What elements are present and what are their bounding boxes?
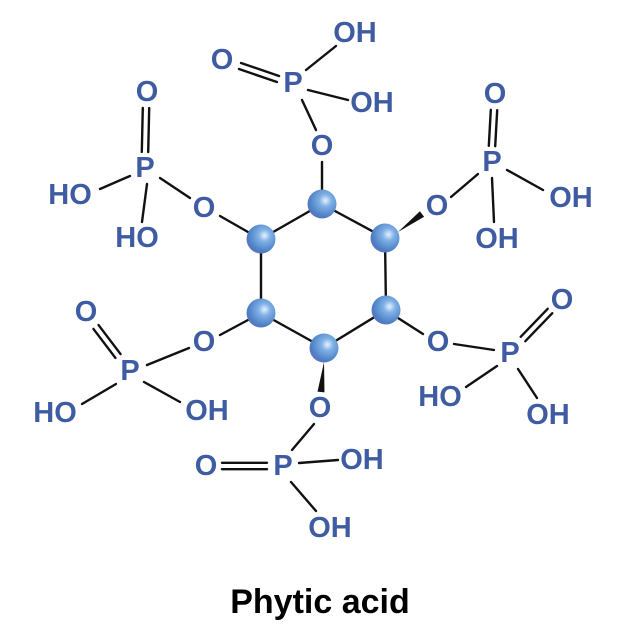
atom-label-bottom-oh2: OH [308, 512, 352, 544]
single-bond [300, 98, 318, 132]
atom-label-lower-right-p: P [500, 337, 519, 369]
atom-label-lower-right-ester-o: O [427, 326, 450, 358]
molecule-name: Phytic acid [230, 583, 410, 621]
bonds [80, 44, 554, 513]
single-bond [452, 342, 496, 352]
atom-label-upper-left-ester-o: O [193, 192, 216, 224]
double-bond-line [519, 307, 549, 338]
atom-label-upper-left-oh1: HO [48, 179, 92, 211]
single-bond [297, 458, 340, 465]
single-bond [306, 88, 350, 102]
atom-label-upper-right-double-o: O [484, 78, 507, 110]
single-bond [145, 346, 191, 367]
atom-label-lower-left-double-o: O [75, 296, 98, 328]
single-bond [490, 176, 496, 224]
single-bond [449, 172, 480, 199]
atom-label-lower-left-oh2: OH [185, 395, 229, 427]
single-bond [289, 480, 318, 513]
single-bond [98, 174, 132, 191]
double-bond-line [493, 108, 499, 148]
carbon-atom-sphere [370, 223, 400, 253]
single-bond [218, 318, 250, 337]
atom-label-top-p: P [283, 67, 302, 99]
wedge-bond [317, 362, 325, 393]
double-bond-line [140, 106, 145, 154]
double-bond-line [524, 312, 554, 343]
double-bond-line [97, 323, 122, 356]
wedge-bond [398, 211, 425, 232]
double-bond-line [237, 67, 279, 84]
atom-label-bottom-double-o: O [195, 450, 218, 482]
carbon-atom-sphere [371, 295, 401, 325]
atom-label-bottom-p: P [273, 450, 292, 482]
atom-label-upper-left-p: P [135, 152, 154, 184]
carbon-atom-sphere [307, 189, 337, 219]
atom-label-bottom-ester-o: O [309, 392, 332, 424]
single-bond [505, 168, 545, 192]
atom-label-upper-right-oh1: OH [549, 182, 593, 214]
single-bond [158, 176, 192, 200]
carbon-atom-sphere [309, 333, 339, 363]
atom-label-top-ester-o: O [311, 130, 334, 162]
double-bond-line [92, 327, 117, 360]
carbon-atom-sphere [246, 224, 276, 254]
atom-label-top-oh1: OH [333, 17, 377, 49]
single-bond [516, 367, 539, 400]
atom-label-lower-right-double-o: O [551, 284, 574, 316]
atom-label-top-double-o: O [211, 44, 234, 76]
single-bond [396, 316, 425, 336]
atom-label-upper-right-ester-o: O [426, 190, 449, 222]
double-bond-line [239, 61, 281, 78]
double-bond-line [146, 106, 151, 154]
carbon-ring [246, 189, 401, 363]
double-bond-line [487, 108, 493, 148]
atom-label-lower-right-oh1: HO [418, 381, 462, 413]
atom-label-upper-right-p: P [482, 146, 501, 178]
atom-label-top-oh2: OH [350, 87, 394, 119]
single-bond [80, 382, 118, 406]
atom-label-lower-left-ester-o: O [193, 326, 216, 358]
single-bond [140, 182, 149, 224]
atom-label-upper-left-double-o: O [136, 76, 159, 108]
atom-label-upper-right-oh2: OH [475, 223, 519, 255]
atom-label-upper-left-oh2: HO [115, 222, 159, 254]
atom-label-lower-left-oh1: HO [33, 397, 77, 429]
atom-label-lower-right-oh2: OH [526, 399, 570, 431]
atom-label-lower-left-p: P [120, 355, 139, 387]
single-bond [304, 44, 338, 72]
single-bond [290, 422, 316, 452]
single-bond [142, 380, 182, 404]
single-bond [464, 364, 499, 389]
single-bond [218, 214, 250, 234]
carbon-atom-sphere [246, 298, 276, 328]
atom-label-bottom-oh1: OH [340, 444, 384, 476]
